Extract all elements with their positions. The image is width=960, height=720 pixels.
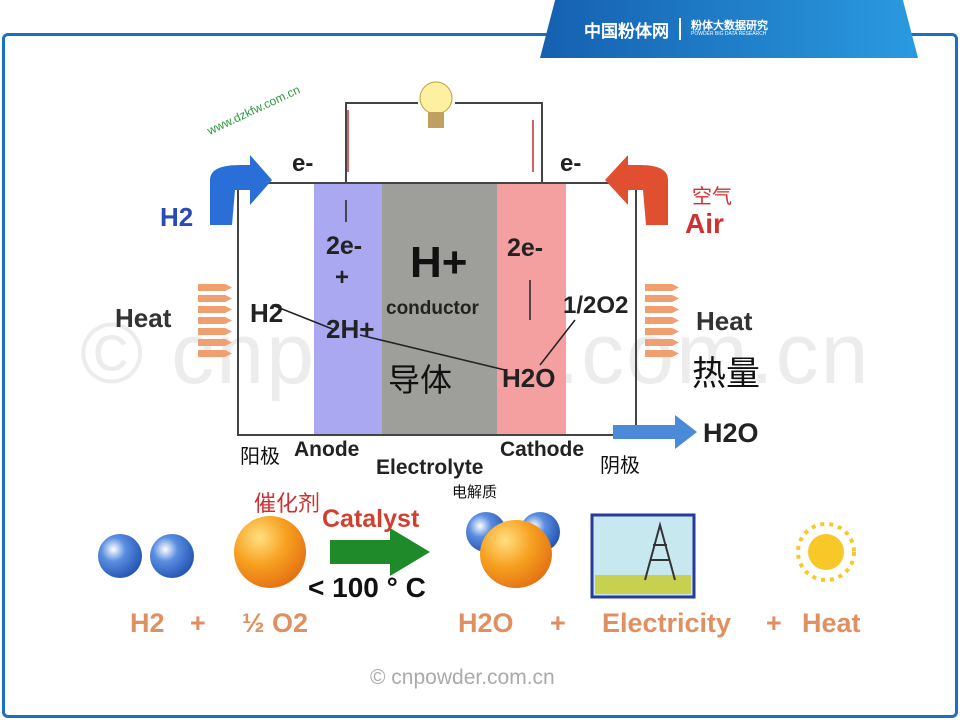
- heat-left-label: Heat: [115, 303, 172, 333]
- water-outlet-arrow: [613, 415, 697, 449]
- cell-outline: [237, 182, 637, 436]
- electrolyte-cn-label: 电解质: [452, 484, 498, 501]
- h2o-output-label: H2O: [703, 418, 759, 448]
- lightbulb-icon: [419, 81, 453, 128]
- slide-frame: [2, 33, 958, 718]
- reaction-arrow: [330, 528, 430, 576]
- h2-input-label: H2: [160, 202, 194, 232]
- electrolyte-label: Electrolyte: [376, 456, 484, 479]
- electrolyte-layer: [382, 183, 497, 435]
- cathode-electrons: 2e-: [507, 234, 544, 262]
- h2o-inside-label: H2O: [502, 363, 556, 393]
- catalyst-cn-label: 催化剂: [254, 491, 321, 516]
- conductor-label: conductor: [386, 298, 479, 319]
- conductor-cn-label: 导体: [388, 362, 453, 398]
- water-oxygen-atom: [480, 520, 552, 588]
- wire-left: [345, 102, 418, 183]
- cathode-label: Cathode: [500, 438, 584, 461]
- catalyst-label: Catalyst: [322, 505, 420, 533]
- h-plus-label: H+: [410, 238, 468, 287]
- temperature-label: < 100 ° C: [308, 572, 426, 603]
- anode-layer: [314, 183, 382, 435]
- wire-right: [455, 102, 543, 183]
- eq-half-o2: ½ O2: [242, 608, 309, 638]
- eq-h2: H2: [130, 608, 165, 638]
- eq-plus: +: [190, 608, 206, 638]
- footer-watermark: © cnpowder.com.cn: [370, 666, 555, 689]
- heat-left-icon: [198, 284, 232, 361]
- research-sub: POWDER BIG DATA RESEARCH: [691, 31, 767, 38]
- anode-plus: +: [335, 264, 350, 291]
- oxygen-atom: [234, 516, 306, 588]
- heat-right-label: Heat: [696, 306, 753, 336]
- sun-icon: [796, 522, 856, 582]
- anode-h2: H2: [250, 298, 284, 328]
- eq-heat: Heat: [802, 608, 861, 638]
- h2-inlet-arrow: [210, 155, 272, 225]
- cathode-layer: [497, 183, 566, 435]
- hydrogen-atom: [150, 534, 194, 578]
- eq-electricity: Electricity: [602, 608, 732, 638]
- anode-protons: 2H+: [326, 314, 375, 344]
- air-inlet-arrow: [605, 155, 668, 225]
- eq-h2o: H2O: [458, 608, 514, 638]
- half-o2-label: 1/2O2: [563, 292, 629, 319]
- anode-label: Anode: [294, 438, 360, 461]
- cathode-cn-label: 阴极: [600, 455, 640, 477]
- site-logo: 中国粉体网: [584, 21, 669, 41]
- eq-plus: +: [550, 608, 566, 638]
- air-label: Air: [685, 208, 724, 239]
- electron-right: e-: [560, 150, 582, 177]
- heat-cn-label: 热量: [692, 355, 760, 393]
- anode-electrons: 2e-: [326, 232, 363, 260]
- electron-left: e-: [292, 150, 314, 177]
- eq-plus: +: [766, 608, 782, 638]
- research-name: 粉体大数据研究: [691, 20, 768, 33]
- hydrogen-atom: [98, 534, 142, 578]
- anode-cn-label: 阳极: [240, 446, 280, 468]
- divider: [679, 18, 681, 40]
- heat-right-icon: [645, 284, 679, 361]
- air-cn-label: 空气: [692, 186, 732, 208]
